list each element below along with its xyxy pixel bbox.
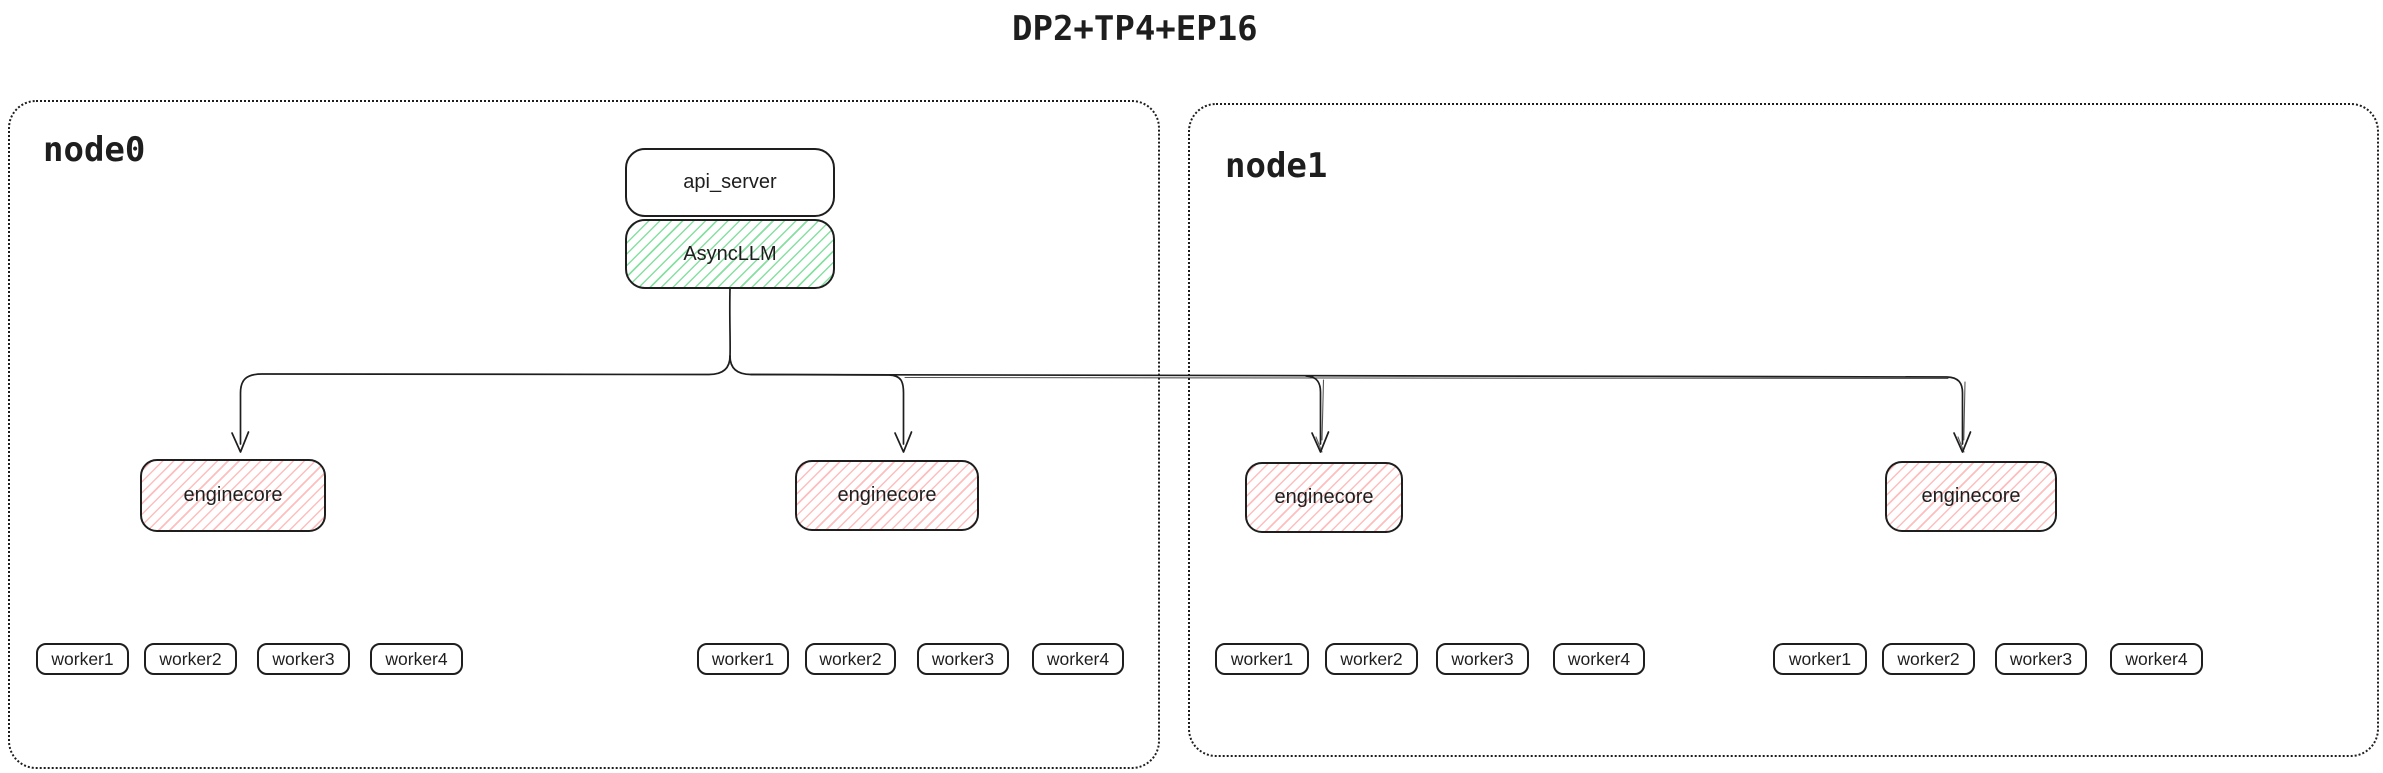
worker-box: worker1 [36,643,129,675]
enginecore-label: enginecore [183,484,283,506]
worker-box: worker1 [1773,643,1867,675]
enginecore-label: enginecore [837,484,937,506]
node0-label: node0 [43,130,146,170]
worker-box: worker1 [1215,643,1309,675]
enginecore-label: enginecore [1274,486,1374,508]
worker-box: worker4 [1553,643,1645,675]
api-server-label: api_server [683,171,777,193]
worker-box: worker1 [697,643,789,675]
worker-box: worker4 [370,643,463,675]
enginecore-box-3: enginecore [1245,462,1403,533]
worker-box: worker2 [144,643,237,675]
worker-box: worker2 [1882,643,1975,675]
diagram-title: DP2+TP4+EP16 [1012,9,1258,49]
worker-box: worker3 [257,643,350,675]
worker-box: worker2 [805,643,896,675]
worker-box: worker3 [1995,643,2087,675]
enginecore-box-4: enginecore [1885,461,2057,532]
async-llm-box: AsyncLLM [625,219,835,289]
worker-box: worker4 [1032,643,1124,675]
api-server-box: api_server [625,148,835,217]
worker-box: worker4 [2110,643,2203,675]
worker-box: worker3 [1436,643,1529,675]
enginecore-box-1: enginecore [140,459,326,532]
enginecore-box-2: enginecore [795,460,979,531]
worker-box: worker2 [1325,643,1418,675]
enginecore-label: enginecore [1921,485,2021,507]
node1-label: node1 [1225,146,1328,186]
async-llm-label: AsyncLLM [683,242,777,265]
worker-box: worker3 [917,643,1009,675]
